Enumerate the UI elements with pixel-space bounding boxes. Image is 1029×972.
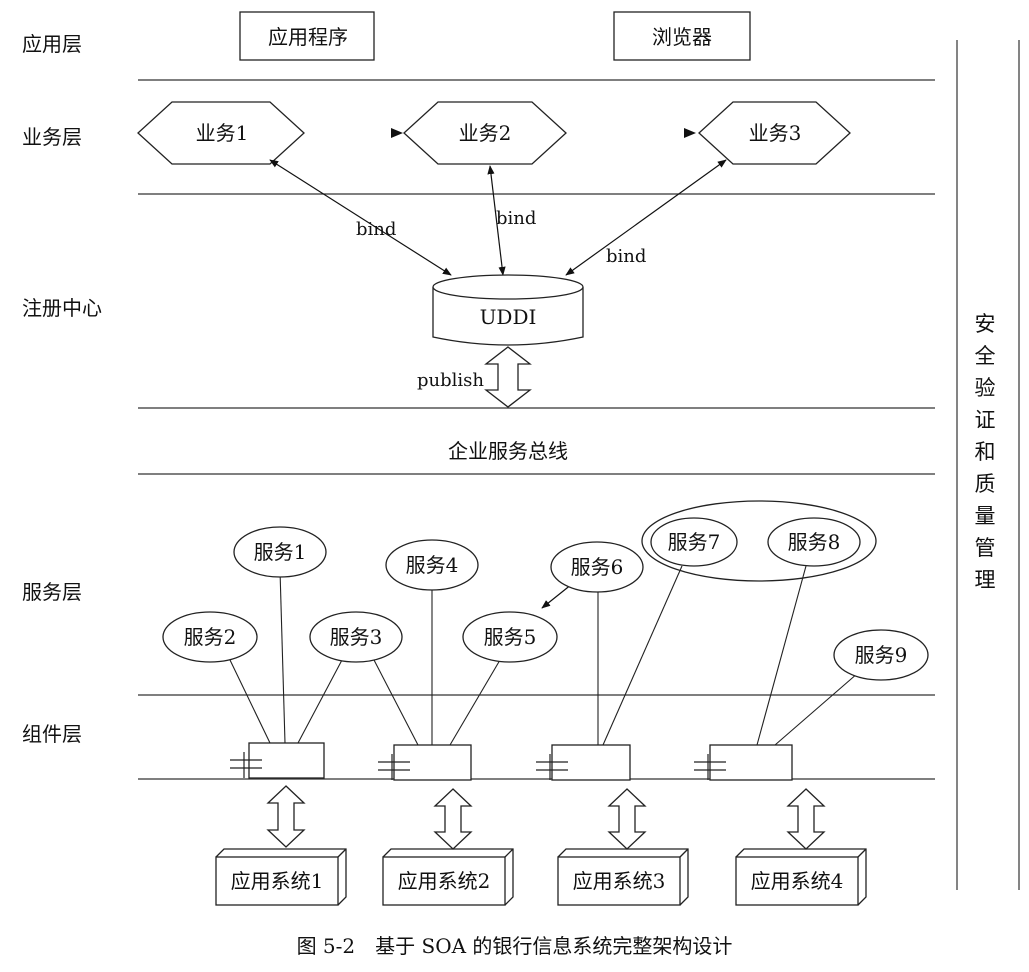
bind-label-2: bind bbox=[496, 208, 536, 229]
bind-label-1: bind bbox=[356, 219, 396, 240]
business-node-3 bbox=[698, 101, 851, 165]
service-node-7 bbox=[650, 517, 738, 567]
service-label-7: 服务7 bbox=[668, 530, 721, 554]
publish-label: publish bbox=[417, 370, 484, 391]
uddi-label: UDDI bbox=[480, 305, 537, 329]
bind-label-3: bind bbox=[606, 246, 646, 267]
publish-arrow bbox=[484, 346, 532, 408]
service-label-3: 服务3 bbox=[330, 625, 383, 649]
app-system-box-2 bbox=[382, 848, 514, 906]
service6-to-service5-arrow bbox=[541, 583, 573, 609]
service-label-6: 服务6 bbox=[571, 555, 624, 579]
layer-label-application: 应用层 bbox=[22, 32, 82, 56]
service-connections bbox=[229, 565, 859, 746]
layer-label-service: 服务层 bbox=[22, 580, 82, 604]
security-quality-label: 安全验证和质量管理 bbox=[974, 312, 996, 592]
browser-label: 浏览器 bbox=[652, 25, 712, 49]
service-node-5 bbox=[462, 611, 558, 663]
service-node-3 bbox=[309, 611, 403, 663]
service-group-7-8 bbox=[641, 500, 877, 582]
business-label-3: 业务3 bbox=[749, 121, 802, 145]
layer-label-business: 业务层 bbox=[22, 125, 82, 149]
app-program-box bbox=[239, 11, 375, 61]
integration-arrow-4 bbox=[786, 788, 826, 850]
business-label-2: 业务2 bbox=[459, 121, 512, 145]
app-system-label-1: 应用系统1 bbox=[231, 869, 324, 893]
integration-arrow-1 bbox=[266, 785, 306, 848]
app-system-label-2: 应用系统2 bbox=[398, 869, 491, 893]
service-node-4 bbox=[385, 539, 479, 591]
esb-label: 企业服务总线 bbox=[448, 439, 568, 463]
business-entry-arrows bbox=[391, 128, 696, 138]
service-label-2: 服务2 bbox=[184, 625, 237, 649]
service-label-4: 服务4 bbox=[406, 553, 459, 577]
service-node-1 bbox=[233, 526, 327, 578]
app-system-box-4 bbox=[735, 848, 867, 906]
integration-arrow-3 bbox=[607, 788, 647, 850]
service-node-2 bbox=[162, 611, 258, 663]
uddi-cylinder bbox=[432, 274, 584, 346]
service-label-9: 服务9 bbox=[855, 643, 908, 667]
service-label-8: 服务8 bbox=[788, 530, 841, 554]
layer-label-registry: 注册中心 bbox=[22, 296, 102, 320]
layer-label-component: 组件层 bbox=[22, 722, 82, 746]
service-node-8 bbox=[767, 517, 861, 567]
bind-arrow-1 bbox=[269, 159, 452, 276]
service-label-1: 服务1 bbox=[254, 540, 307, 564]
app-system-box-1 bbox=[215, 848, 347, 906]
figure-caption: 图 5-2 基于 SOA 的银行信息系统完整架构设计 bbox=[296, 934, 733, 958]
app-system-label-3: 应用系统3 bbox=[573, 869, 666, 893]
integration-arrow-2 bbox=[433, 788, 473, 850]
bind-arrow-2 bbox=[487, 165, 506, 276]
app-system-label-4: 应用系统4 bbox=[751, 869, 844, 893]
service-node-9 bbox=[833, 629, 929, 681]
browser-box bbox=[613, 11, 751, 61]
business-label-1: 业务1 bbox=[196, 121, 249, 145]
business-node-1 bbox=[137, 101, 305, 165]
service-label-5: 服务5 bbox=[484, 625, 537, 649]
app-program-label: 应用程序 bbox=[268, 25, 348, 49]
app-system-box-3 bbox=[557, 848, 689, 906]
service-node-6 bbox=[550, 541, 644, 593]
bind-arrow-3 bbox=[565, 159, 727, 276]
component-connectors bbox=[230, 752, 726, 780]
